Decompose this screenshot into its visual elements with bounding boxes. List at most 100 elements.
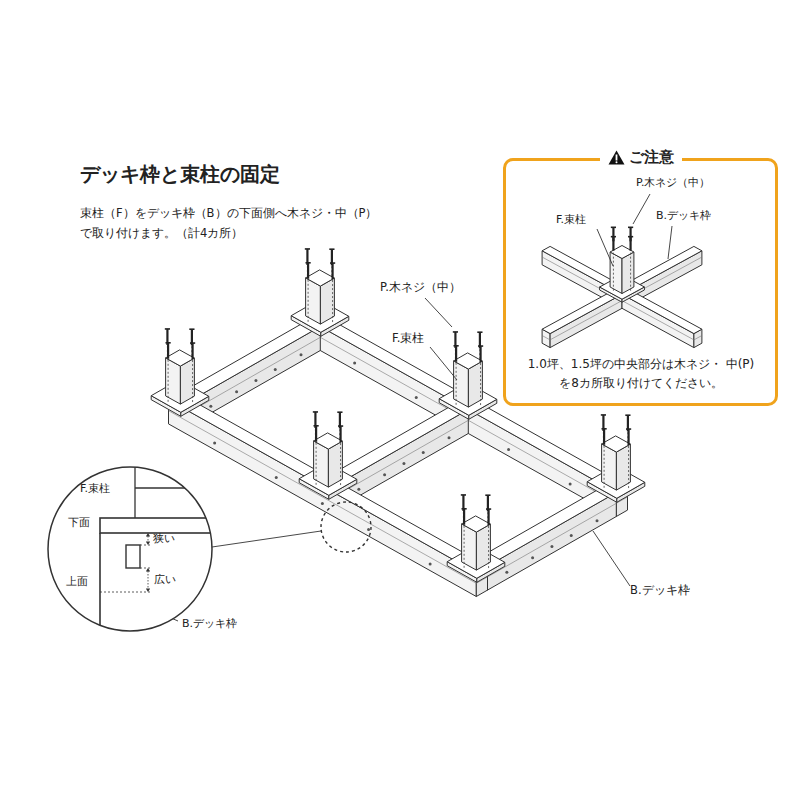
rail-groove <box>542 336 550 340</box>
leader-line <box>212 531 321 547</box>
screw-head <box>337 411 342 413</box>
leader-line <box>668 226 672 259</box>
wood-screw <box>487 509 489 525</box>
bolt-hole <box>448 436 451 439</box>
dim-line <box>100 592 150 593</box>
bolt-hole <box>209 405 212 408</box>
bolt-hole <box>570 534 573 537</box>
part-label: B.デッキ枠 <box>656 209 711 223</box>
rail-groove <box>340 420 469 494</box>
deck-frame-rail <box>622 290 702 334</box>
part-label: F.束柱 <box>80 482 110 496</box>
part-label: P.木ネジ（中） <box>636 176 710 190</box>
screw-head <box>330 262 335 264</box>
wood-screw <box>191 343 193 359</box>
wood-screw <box>479 346 481 362</box>
screw-head <box>628 227 633 229</box>
post-edge <box>135 487 220 488</box>
floor-post <box>306 270 335 286</box>
screw-head <box>611 236 616 238</box>
screw-head <box>338 425 343 427</box>
leader-line <box>593 531 630 586</box>
screw-head <box>602 428 607 430</box>
screw-head <box>329 248 334 250</box>
instruction-text: 束柱（F）をデッキ枠（B）の下面側へ木ネジ・中（P） で取り付けます。（計4カ所… <box>80 203 400 243</box>
bolt-hole <box>300 353 303 356</box>
warning-triangle <box>608 151 624 165</box>
detail-inset-border <box>48 467 212 631</box>
screw-guide <box>340 442 341 485</box>
floor-post <box>610 252 622 294</box>
screw-guide <box>480 362 481 405</box>
wood-screw <box>612 237 614 251</box>
caution-text: 1.0坪、1.5坪の中央部分は木ネジ・ 中(P)を8カ所取り付けてください。 <box>516 355 766 393</box>
bolt-hole <box>353 362 356 365</box>
deck-frame-rail <box>180 320 321 400</box>
caution-box: ご注意1.0坪、1.5坪の中央部分は木ネジ・ 中(P)を8カ所取り付けてください… <box>503 158 778 406</box>
screw-head <box>625 414 630 416</box>
rail-groove <box>168 411 476 584</box>
post-plate <box>100 518 220 533</box>
bolt-hole <box>505 571 508 574</box>
arrow-head <box>146 533 150 537</box>
frame-slot <box>126 545 140 568</box>
wood-screw <box>629 237 631 251</box>
screw-head <box>306 262 311 264</box>
bolt-hole <box>235 390 238 393</box>
screw-guide <box>604 445 605 488</box>
screw-guide <box>488 525 489 568</box>
bolt-hole <box>357 488 360 491</box>
leader-line <box>597 229 613 266</box>
screw-guide <box>316 442 317 485</box>
screw-head <box>190 342 195 344</box>
leader-line <box>425 298 452 327</box>
part-label: F.束柱 <box>556 213 586 227</box>
screw-head <box>461 494 466 496</box>
part-label: 狭い <box>153 532 175 546</box>
wood-screw <box>463 509 465 525</box>
floor-post <box>314 433 343 449</box>
deck-frame-rail <box>309 320 617 517</box>
floor-post <box>454 353 483 369</box>
screw-head <box>478 345 483 347</box>
part-label: 上面 <box>66 575 88 589</box>
screw-guide <box>613 251 614 291</box>
screw-head <box>453 331 458 333</box>
dim-arrow <box>148 536 149 542</box>
screw-head <box>486 508 491 510</box>
rail-groove <box>694 336 702 340</box>
screw-head <box>611 227 616 229</box>
wood-screw <box>167 343 169 359</box>
floor-post <box>166 350 195 366</box>
screw-head <box>165 328 170 330</box>
screw-head <box>189 328 194 330</box>
part-label: F.束柱 <box>392 331 424 345</box>
screw-guide <box>168 359 169 402</box>
caution-heading: ご注意 <box>600 148 682 168</box>
screw-guide <box>192 359 193 402</box>
title: デッキ枠と束柱の固定 <box>80 162 280 187</box>
deck-frame-rail <box>169 400 477 597</box>
rail-groove <box>488 503 617 577</box>
screw-head <box>628 236 633 238</box>
screw-head <box>305 248 310 250</box>
deck-frame-rail <box>169 394 488 573</box>
screw-head <box>485 494 490 496</box>
screw-guide <box>464 525 465 568</box>
bolt-hole <box>254 379 257 382</box>
wood-screw <box>455 346 457 362</box>
deck-assembly <box>151 249 645 597</box>
leader-line <box>430 347 457 380</box>
bolt-hole <box>569 482 572 485</box>
warning-mark <box>615 162 617 164</box>
wood-screw <box>315 426 317 442</box>
screw-head <box>477 331 482 333</box>
leader-line <box>633 194 650 224</box>
screw-guide <box>308 279 309 322</box>
arrow-head <box>146 568 150 572</box>
bolt-hole <box>531 556 534 559</box>
part-label: B.デッキ枠 <box>630 583 690 597</box>
bolt-hole <box>274 368 277 371</box>
